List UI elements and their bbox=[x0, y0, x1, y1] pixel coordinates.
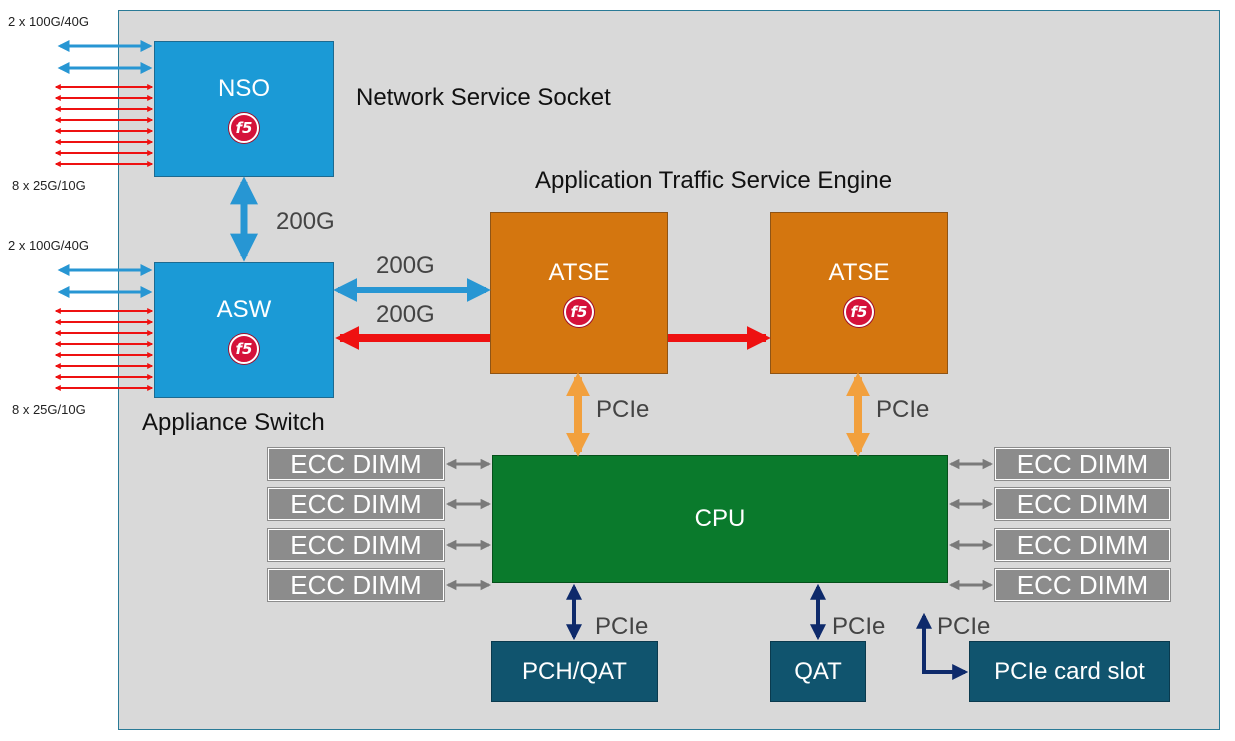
pcie-atse2-label: PCIe bbox=[876, 396, 930, 423]
pcie-card-slot[interactable]: PCIe card slot bbox=[969, 641, 1170, 702]
cpu-slot-pcie-link bbox=[916, 612, 969, 680]
pcie-card-slot-label: PCIe card slot bbox=[994, 657, 1145, 685]
link-asw-atse-blue-label: 200G bbox=[376, 252, 435, 279]
qat-chip[interactable]: QAT bbox=[770, 641, 866, 702]
ecc-dimm-left-3[interactable]: ECC DIMM bbox=[267, 528, 445, 562]
f5-logo-icon: f5 bbox=[229, 113, 259, 143]
ecc-dimm-label: ECC DIMM bbox=[1016, 488, 1149, 519]
ecc-dimm-label: ECC DIMM bbox=[290, 448, 422, 479]
nso-chip[interactable]: NSO f5 bbox=[154, 41, 334, 177]
pcie-qat-label: PCIe bbox=[832, 613, 886, 640]
cpu-label: CPU bbox=[694, 505, 746, 532]
nso-label: NSO bbox=[217, 75, 270, 102]
pcie-pch-label: PCIe bbox=[595, 613, 649, 640]
asw-top-ports-label: 2 x 100G/40G bbox=[8, 238, 89, 253]
asw-title: Appliance Switch bbox=[142, 409, 325, 436]
ecc-dimm-right-2[interactable]: ECC DIMM bbox=[994, 487, 1171, 521]
ecc-dimm-label: ECC DIMM bbox=[290, 569, 422, 600]
atse-chip-2[interactable]: ATSE f5 bbox=[770, 212, 948, 374]
ecc-dimm-right-3[interactable]: ECC DIMM bbox=[994, 528, 1171, 562]
pcie-atse1-label: PCIe bbox=[596, 396, 650, 423]
link-nso-asw-label: 200G bbox=[276, 208, 335, 235]
nso-title: Network Service Socket bbox=[356, 84, 611, 111]
nso-ports bbox=[54, 40, 154, 167]
asw-ports bbox=[54, 264, 154, 391]
ecc-dimm-left-1[interactable]: ECC DIMM bbox=[267, 447, 445, 481]
f5-logo-icon: f5 bbox=[564, 297, 594, 327]
link-asw-atse-red-label: 200G bbox=[376, 301, 435, 328]
ecc-dimm-label: ECC DIMM bbox=[1016, 529, 1149, 560]
ecc-dimm-label: ECC DIMM bbox=[1016, 448, 1149, 479]
pch-qat-chip[interactable]: PCH/QAT bbox=[491, 641, 658, 702]
ecc-dimm-right-4[interactable]: ECC DIMM bbox=[994, 568, 1171, 602]
dimm-links bbox=[445, 458, 994, 591]
ecc-dimm-right-1[interactable]: ECC DIMM bbox=[994, 447, 1171, 481]
nso-top-ports-label: 2 x 100G/40G bbox=[8, 14, 89, 29]
asw-label: ASW bbox=[216, 296, 272, 323]
nso-bottom-ports-label: 8 x 25G/10G bbox=[12, 178, 86, 193]
atse-title: Application Traffic Service Engine bbox=[535, 167, 893, 194]
atse-2-label: ATSE bbox=[828, 259, 890, 286]
asw-bottom-ports-label: 8 x 25G/10G bbox=[12, 402, 86, 417]
ecc-dimm-label: ECC DIMM bbox=[290, 488, 422, 519]
atse-chip-1[interactable]: ATSE f5 bbox=[490, 212, 668, 374]
ecc-dimm-left-2[interactable]: ECC DIMM bbox=[267, 487, 445, 521]
ecc-dimm-label: ECC DIMM bbox=[1016, 569, 1149, 600]
atse-1-label: ATSE bbox=[548, 259, 610, 286]
cpu-chip[interactable]: CPU bbox=[492, 455, 948, 583]
asw-chip[interactable]: ASW f5 bbox=[154, 262, 334, 398]
f5-logo-icon: f5 bbox=[229, 334, 259, 364]
ecc-dimm-left-4[interactable]: ECC DIMM bbox=[267, 568, 445, 602]
pch-qat-label: PCH/QAT bbox=[522, 657, 627, 685]
f5-logo-icon: f5 bbox=[844, 297, 874, 327]
qat-label: QAT bbox=[794, 657, 842, 685]
ecc-dimm-label: ECC DIMM bbox=[290, 529, 422, 560]
